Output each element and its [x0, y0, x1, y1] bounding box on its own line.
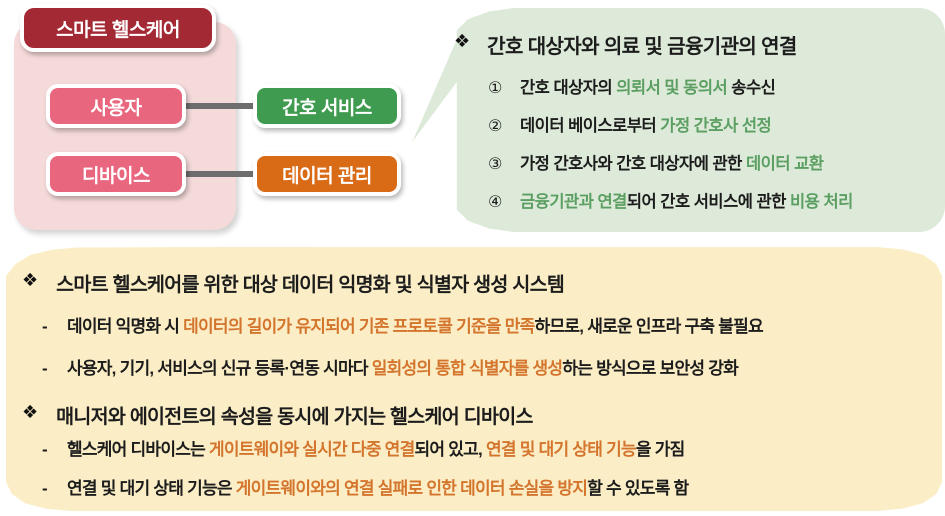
diamond-bullet-icon: ❖: [454, 31, 471, 51]
beige-section-heading-row: ❖ 매니저와 에이전트의 속성을 동시에 가지는 헬스케어 디바이스: [22, 400, 533, 429]
list-text: 사용자, 기기, 서비스의 신규 등록·연동 시마다 일회성의 통합 식별자를 …: [67, 354, 739, 379]
beige-section-heading-row: ❖ 스마트 헬스케어를 위한 대상 데이터 익명화 및 식별자 생성 시스템: [22, 268, 565, 297]
text-highlight: 일회성의 통합 식별자를 생성: [371, 359, 563, 378]
list-text: 금융기관과 연결되어 간호 서비스에 관한 비용 처리: [520, 188, 853, 212]
beige-panel-shape: [6, 247, 942, 511]
text-plain: 을 가짐: [635, 440, 685, 459]
green-callout-heading-row: ❖ 간호 대상자와 의료 및 금융기관의 연결: [454, 30, 797, 59]
text-highlight: 데이터의 길이가 유지되어 기존 프로토콜 기준을 만족: [183, 317, 535, 336]
node-smart-healthcare[interactable]: 스마트 헬스케어: [20, 4, 216, 52]
list-number: ④: [488, 194, 502, 211]
list-text: 가정 간호사와 간호 대상자에 관한 데이터 교환: [520, 150, 824, 174]
text-plain: 간호 대상자의: [520, 79, 617, 97]
beige-section-heading: 스마트 헬스케어를 위한 대상 데이터 익명화 및 식별자 생성 시스템: [56, 274, 565, 296]
node-user[interactable]: 사용자: [46, 84, 186, 128]
list-text: 데이터 익명화 시 데이터의 길이가 유지되어 기존 프로토콜 기준을 만족하므…: [67, 312, 764, 337]
text-plain: 하는 방식으로 보안성 강화: [562, 359, 739, 378]
diamond-bullet-icon: ❖: [22, 402, 39, 422]
text-plain: 데이터 베이스로부터: [520, 117, 661, 135]
text-highlight: 데이터 교환: [745, 155, 824, 173]
list-number: ①: [488, 80, 502, 97]
text-highlight: 가정 간호사 선정: [660, 117, 772, 135]
green-list-item: ③ 가정 간호사와 간호 대상자에 관한 데이터 교환: [488, 150, 824, 174]
list-text: 연결 및 대기 상태 기능은 게이트웨이와의 연결 실패로 인한 데이터 손실을…: [67, 474, 689, 499]
beige-list-item: - 데이터 익명화 시 데이터의 길이가 유지되어 기존 프로토콜 기준을 만족…: [42, 312, 764, 337]
node-device[interactable]: 디바이스: [46, 152, 186, 196]
beige-list-item: - 연결 및 대기 상태 기능은 게이트웨이와의 연결 실패로 인한 데이터 손…: [42, 474, 689, 499]
dash-bullet-icon: -: [42, 479, 48, 498]
dash-bullet-icon: -: [42, 440, 48, 459]
text-highlight: 게이트웨이와 실시간 다중 연결: [208, 440, 415, 459]
text-highlight: 의뢰서 및 동의서: [616, 79, 728, 97]
list-number: ③: [488, 156, 502, 173]
text-highlight: 금융기관과 연결: [520, 193, 627, 211]
diamond-bullet-icon: ❖: [22, 270, 39, 290]
green-list-item: ① 간호 대상자의 의뢰서 및 동의서 송수신: [488, 74, 776, 98]
green-callout-content: ❖ 간호 대상자와 의료 및 금융기관의 연결 ① 간호 대상자의 의뢰서 및 …: [432, 8, 945, 232]
list-text: 헬스케어 디바이스는 게이트웨이와 실시간 다중 연결되어 있고, 연결 및 대…: [67, 435, 685, 460]
list-text: 간호 대상자의 의뢰서 및 동의서 송수신: [520, 74, 776, 98]
text-plain: 가정 간호사와 간호 대상자에 관한: [520, 155, 746, 173]
dash-bullet-icon: -: [42, 317, 48, 336]
list-number: ②: [488, 118, 502, 135]
text-plain: 데이터 익명화 시: [67, 317, 184, 336]
node-nursing-service[interactable]: 간호 서비스: [253, 84, 401, 128]
arrow-shaft: [180, 103, 264, 109]
text-plain: 송수신: [727, 79, 776, 97]
node-data-management[interactable]: 데이터 관리: [253, 152, 401, 196]
green-list-item: ② 데이터 베이스로부터 가정 간호사 선정: [488, 112, 772, 136]
text-plain: 사용자, 기기, 서비스의 신규 등록·연동 시마다: [67, 359, 372, 378]
green-callout-heading: 간호 대상자와 의료 및 금융기관의 연결: [487, 36, 797, 58]
beige-section-heading: 매니저와 에이전트의 속성을 동시에 가지는 헬스케어 디바이스: [56, 406, 533, 428]
arrow-shaft: [180, 171, 264, 177]
text-highlight: 게이트웨이와의 연결 실패로 인한 데이터 손실을 방지: [235, 479, 588, 498]
text-plain: 연결 및 대기 상태 기능은: [67, 479, 236, 498]
text-plain: 하므로, 새로운 인프라 구축 불필요: [534, 317, 764, 336]
text-plain: 되어 있고,: [414, 440, 486, 459]
green-list-item: ④ 금융기관과 연결되어 간호 서비스에 관한 비용 처리: [488, 188, 853, 212]
beige-list-item: - 헬스케어 디바이스는 게이트웨이와 실시간 다중 연결되어 있고, 연결 및…: [42, 435, 685, 460]
beige-list-item: - 사용자, 기기, 서비스의 신규 등록·연동 시마다 일회성의 통합 식별자…: [42, 354, 739, 379]
text-plain: 되어 간호 서비스에 관한: [626, 193, 790, 211]
text-plain: 헬스케어 디바이스는: [67, 440, 209, 459]
list-text: 데이터 베이스로부터 가정 간호사 선정: [520, 112, 772, 136]
text-highlight: 연결 및 대기 상태 기능: [485, 440, 637, 459]
dash-bullet-icon: -: [42, 359, 48, 378]
green-callout-shape: [412, 8, 945, 232]
text-plain: 할 수 있도록 함: [587, 479, 689, 498]
text-highlight: 비용 처리: [790, 193, 853, 211]
